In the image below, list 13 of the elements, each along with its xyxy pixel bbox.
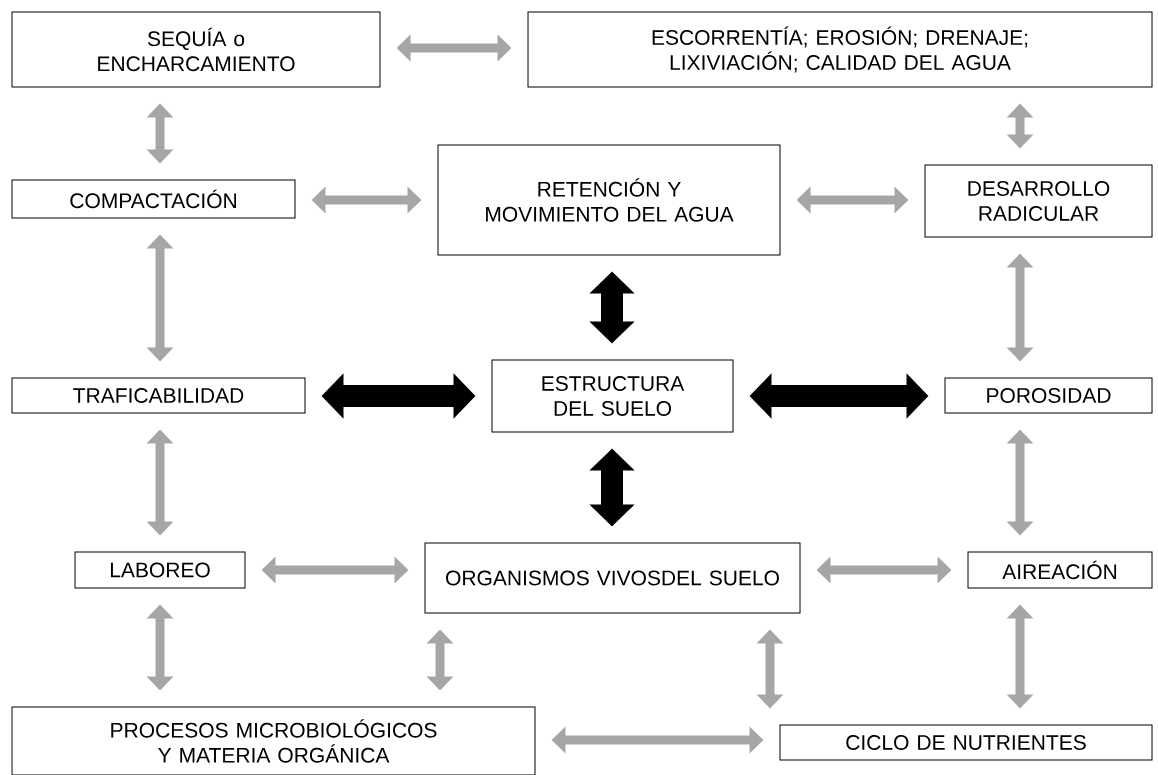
text-box: PROCESOS MICROBIOLÓGICOS Y MATERIA ORGÁNICA [11,706,536,775]
text-box: DESARROLLO RADICULAR [924,164,1153,238]
text-box: SEQUÍA o ENCHARCAMIENTO [11,11,381,88]
text-box: TRAFICABILIDAD [11,377,306,414]
text-box: AIREACIÓN [967,551,1153,589]
text-box: ESTRUCTURA DEL SUELO [491,359,734,433]
text-box: COMPACTACIÓN [11,179,296,219]
text-box: POROSIDAD [944,377,1153,414]
text-box: RETENCIÓN Y MOVIMIENTO DEL AGUA [437,144,781,256]
text-box: CICLO DE NUTRIENTES [779,724,1153,761]
text-box: ORGANISMOS VIVOSDEL SUELO [424,542,801,614]
text-box: LABOREO [74,551,246,589]
text-box: ESCORRENTÍA; EROSIÓN; DRENAJE; LIXIVIACIÓN; CALIDAD DEL AGUA [527,11,1153,88]
